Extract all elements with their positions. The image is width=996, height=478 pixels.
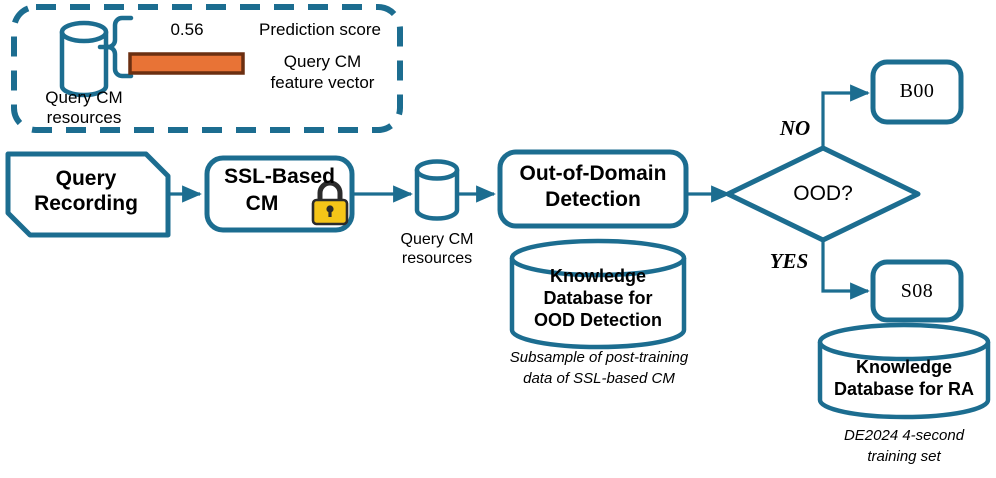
ood-decision-shape xyxy=(725,145,921,243)
s08-output-shape xyxy=(870,259,964,323)
lock-icon xyxy=(311,180,349,226)
callout-brace-icon xyxy=(97,15,134,79)
b00-output-shape xyxy=(870,59,964,125)
out-of-domain-detection-shape xyxy=(497,149,689,229)
query-cm-resources-cylinder-icon xyxy=(414,159,460,221)
callout-cylinder-icon xyxy=(59,20,109,98)
knowledge-database-ra-cylinder xyxy=(817,322,991,420)
knowledge-database-ood-cylinder xyxy=(509,238,687,350)
query-recording-shape xyxy=(5,151,171,238)
feature-vector-bar xyxy=(128,52,245,75)
edge-no-branch xyxy=(821,84,870,148)
edge-yes-branch xyxy=(821,240,870,300)
callout-dashed-border xyxy=(11,4,403,133)
